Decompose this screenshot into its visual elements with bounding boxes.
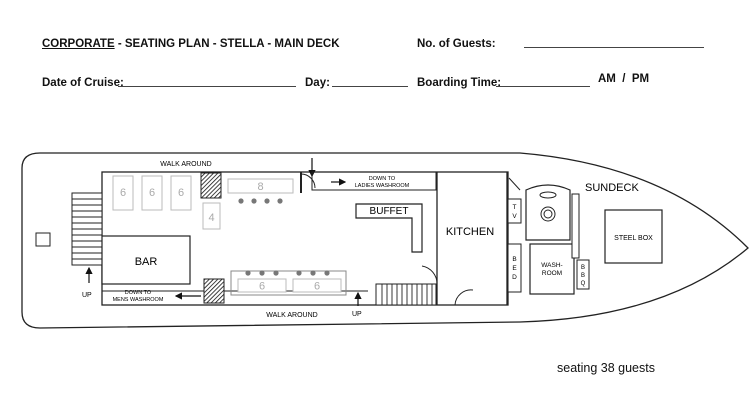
table-6-left-3 [170, 175, 192, 211]
left-tables: 6 6 6 [112, 175, 192, 211]
boarding-label: Boarding Time: [417, 77, 502, 89]
ladies-label-1: DOWN TO [369, 176, 396, 182]
guests-label: No. of Guests: [417, 38, 496, 50]
day-label: Day: [305, 77, 330, 89]
corporate-label: CORPORATE [42, 38, 115, 50]
am-pm-label: AM / PM [598, 73, 650, 85]
bbq [576, 259, 590, 290]
table-6-bottom-1 [237, 278, 287, 293]
bbq-letter-b2: B [581, 273, 585, 279]
chair-top-2 [251, 198, 257, 204]
tv-box [507, 198, 522, 224]
buffet-label: BUFFET [370, 206, 409, 217]
chair-bottom-2 [259, 270, 265, 276]
bbq-letter-q: Q [581, 281, 586, 287]
sundeck-label: SUNDECK [585, 182, 639, 194]
toilet [540, 206, 556, 222]
table-6-bottom-2 [292, 278, 342, 293]
kitchen-label: KITCHEN [446, 226, 494, 238]
ladies-passage [311, 171, 437, 191]
walkaround-top-label: WALK AROUND [160, 161, 211, 168]
table-4 [202, 202, 221, 230]
washroom [529, 243, 575, 295]
table-6-bottom-label-2: 6 [314, 281, 320, 293]
tv-letter-t: T [513, 204, 517, 211]
table-6-left-2 [141, 175, 163, 211]
mens-label-2: MENS WASHROOM [113, 297, 164, 303]
walkaround-bottom-label: WALK AROUND [266, 312, 317, 319]
date-field-line[interactable] [118, 86, 296, 87]
steel-box-label: STEEL BOX [614, 235, 653, 242]
up-label-left: UP [82, 292, 92, 299]
bottom-stairs [375, 283, 437, 306]
stern-square [35, 232, 51, 247]
chair-top-3 [264, 198, 270, 204]
date-label: Date of Cruise: [42, 77, 124, 89]
table-8-chairs [238, 198, 283, 204]
table-6-left-label-2: 6 [149, 187, 155, 199]
table-4-label: 4 [208, 212, 214, 224]
bar-label: BAR [135, 256, 158, 268]
pillar-top [200, 172, 222, 199]
day-field-line[interactable] [332, 86, 408, 87]
seating-capacity: seating 38 guests [557, 361, 655, 375]
top-door-swing [300, 173, 316, 189]
up-label-bottom: UP [352, 311, 362, 318]
ladies-label-2: LADIES WASHROOM [355, 183, 410, 189]
bar-counter [101, 235, 191, 285]
sundeck-divider [571, 193, 580, 259]
corner-door [508, 177, 521, 191]
toilet-bowl [543, 209, 553, 219]
buffet-counter [355, 203, 423, 253]
boarding-field-line[interactable] [496, 86, 590, 87]
fixtures-enclosure [525, 184, 571, 241]
chair-bottom-6 [324, 270, 330, 276]
mens-label-1: DOWN TO [125, 290, 152, 296]
kitchen-door-swing-left [421, 265, 438, 285]
chair-top-1 [238, 198, 244, 204]
table-6-left-label-3: 6 [178, 187, 184, 199]
washroom-label-1: WASH- [541, 262, 562, 269]
bottom-tables-outline [230, 270, 347, 296]
plan-title: - SEATING PLAN - STELLA - MAIN DECK [114, 38, 340, 50]
bed-letter-b: B [512, 256, 516, 263]
table-6-bottom-label-1: 6 [259, 281, 265, 293]
table-6-left-label-1: 6 [120, 187, 126, 199]
steel-box [604, 209, 663, 264]
bed-letter-d: D [512, 274, 517, 281]
sink [539, 191, 557, 199]
form-title: CORPORATE - SEATING PLAN - STELLA - MAIN… [42, 38, 340, 50]
chair-top-4 [277, 198, 283, 204]
pillar-bottom [203, 278, 225, 304]
bed [507, 243, 522, 293]
guests-field-line[interactable] [524, 47, 704, 48]
table-6-left-1 [112, 175, 134, 211]
washroom-label-2: ROOM [542, 270, 562, 277]
chair-bottom-5 [310, 270, 316, 276]
left-stairs [71, 192, 103, 266]
chair-bottom-3 [273, 270, 279, 276]
bed-letter-e: E [512, 265, 517, 272]
chair-bottom-4 [296, 270, 302, 276]
table-8 [227, 178, 294, 194]
bottom-tables-chairs [245, 270, 330, 276]
kitchen-door-swing-bottom [454, 289, 474, 306]
chair-bottom-1 [245, 270, 251, 276]
tv-letter-v: V [512, 213, 517, 220]
table-8-label: 8 [257, 181, 263, 193]
bbq-letter-b1: B [581, 265, 585, 271]
